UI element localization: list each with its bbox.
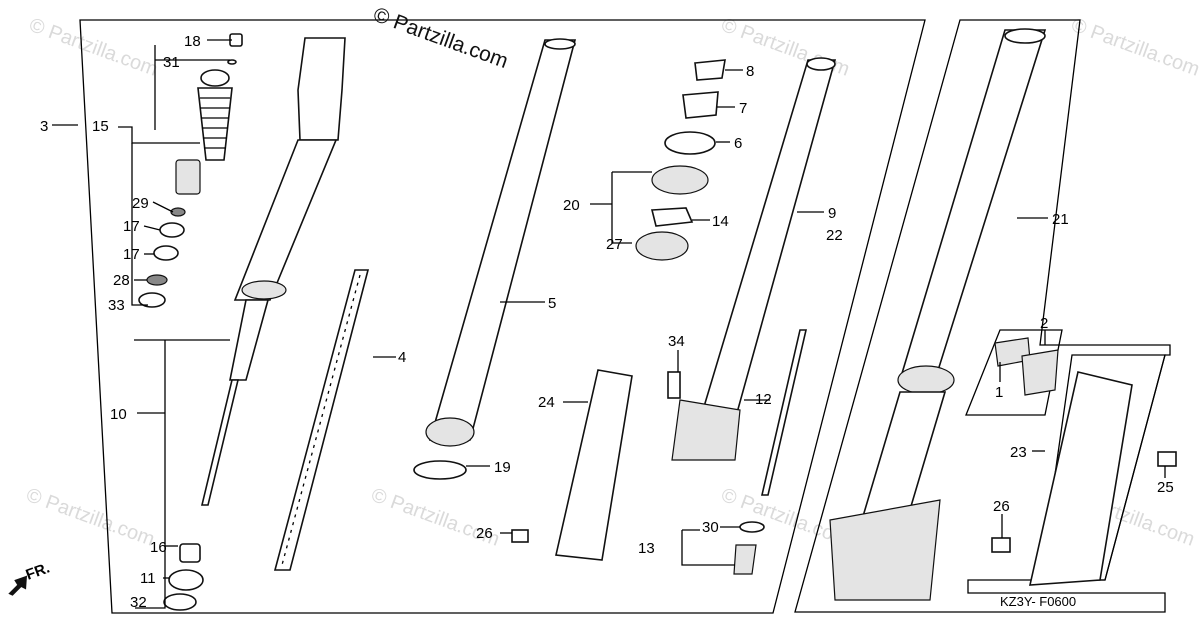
callout-6: 6	[734, 135, 742, 152]
oil-seal-20-drawing	[651, 165, 709, 195]
guard-23-drawing	[1028, 371, 1133, 586]
inner-tube-drawing	[233, 139, 338, 301]
bolt-25-drawing	[1157, 451, 1177, 467]
callout-23: 23	[1010, 444, 1027, 461]
front-label: FR.	[24, 560, 53, 584]
bolt-16-drawing	[179, 543, 201, 563]
callout-4: 4	[398, 349, 406, 366]
callout-20: 20	[563, 197, 580, 214]
fork-spring-coils	[281, 274, 361, 566]
callout-26b: 26	[993, 498, 1010, 515]
fork-guard-24-drawing	[555, 369, 633, 561]
fork-assembly-21-drawing	[898, 29, 1047, 381]
watermark-tile: © Partzilla.com	[23, 484, 157, 551]
callout-11: 11	[140, 570, 156, 587]
axle-holder-drawing	[671, 399, 741, 461]
cartridge-end-drawing	[175, 159, 201, 195]
callout-16: 16	[150, 539, 167, 556]
fork-assembly-21-axle-holder	[829, 499, 941, 601]
dust-seal-27-drawing	[635, 231, 689, 261]
callout-12: 12	[755, 391, 772, 408]
inner-tube-collar	[241, 280, 287, 300]
callout-3: 3	[40, 118, 48, 135]
damper-rod-15-drawing	[197, 87, 233, 161]
callout-31: 31	[163, 54, 180, 71]
washer-17a-drawing	[159, 222, 185, 238]
drain-bolt-13-drawing	[733, 544, 757, 575]
washer-30-drawing	[739, 521, 765, 533]
oring-29-drawing	[170, 207, 186, 217]
bolt-26a-drawing	[511, 529, 529, 543]
washer-6-drawing	[664, 131, 716, 155]
front-direction-indicator: FR.	[8, 560, 53, 596]
callout-32: 32	[130, 594, 147, 611]
oring-28-drawing	[146, 274, 168, 286]
nut-11-drawing	[168, 569, 204, 591]
outer-tube-top	[544, 38, 576, 50]
washer-17b-drawing	[153, 245, 179, 261]
callout-28: 28	[113, 272, 130, 289]
oring-31-drawing	[227, 59, 237, 65]
callout-27: 27	[606, 236, 623, 253]
outer-tube-drawing	[428, 39, 577, 441]
callout-2: 2	[1040, 315, 1048, 332]
callout-22: 22	[826, 227, 843, 244]
bolt-26b-drawing	[991, 537, 1011, 553]
circlip-19-drawing	[413, 460, 467, 480]
callout-9: 9	[828, 205, 836, 222]
callouts: 18 31 3 15 29 17 17 28 33 10 16 11 32 4 …	[40, 33, 1174, 611]
callout-26a: 26	[476, 525, 493, 542]
left-assembly-frame	[79, 19, 926, 614]
clamp-subframe	[965, 329, 1063, 416]
damper-body-drawing	[229, 299, 270, 381]
watermark-main: © Partzilla.com	[370, 3, 511, 73]
rod-12-drawing	[760, 329, 808, 496]
callout-17b: 17	[123, 246, 140, 263]
callout-19: 19	[494, 459, 511, 476]
callout-25: 25	[1157, 479, 1174, 496]
bushing-8-drawing	[694, 59, 726, 81]
damper-rod-ribs	[200, 97, 230, 149]
callout-10: 10	[110, 406, 127, 423]
leader-lines	[52, 39, 1166, 609]
callout-7: 7	[739, 100, 747, 117]
washer-32-drawing	[163, 593, 197, 611]
callout-18: 18	[184, 33, 201, 50]
callout-21: 21	[1052, 211, 1069, 228]
ring-33-drawing	[138, 292, 166, 308]
outer-tube-9-top	[806, 57, 836, 71]
callout-24: 24	[538, 394, 555, 411]
watermark-tile: © Partzilla.com	[1068, 14, 1200, 81]
callout-14: 14	[712, 213, 729, 230]
clip-14-drawing	[650, 207, 694, 227]
bolt-34-drawing	[667, 371, 681, 399]
outer-tube-seal-end	[425, 417, 475, 447]
callout-33: 33	[108, 297, 125, 314]
callout-29: 29	[132, 195, 149, 212]
fork-cap-drawing	[297, 37, 346, 141]
callout-17a: 17	[123, 218, 140, 235]
cap-15-drawing	[200, 69, 230, 87]
front-arrow-icon	[8, 575, 28, 596]
callout-30: 30	[702, 519, 719, 536]
fork-assembly-21-seal	[897, 365, 955, 395]
callout-15: 15	[92, 118, 109, 135]
callout-13: 13	[638, 540, 655, 557]
clamp-2-drawing	[1021, 349, 1059, 396]
callout-34: 34	[668, 333, 685, 350]
diagram-code: KZ3Y- F0600	[1000, 594, 1076, 609]
damper-rod-drawing	[200, 379, 240, 506]
callout-1: 1	[995, 384, 1003, 401]
watermark-tile: © Partzilla.com	[26, 14, 160, 81]
bushing-7-drawing	[682, 91, 719, 119]
outer-tube-9-drawing	[698, 59, 837, 421]
callout-8: 8	[746, 63, 754, 80]
callout-5: 5	[548, 295, 556, 312]
fork-spring-drawing	[273, 269, 370, 571]
fork-assembly-21-top	[1004, 28, 1046, 44]
